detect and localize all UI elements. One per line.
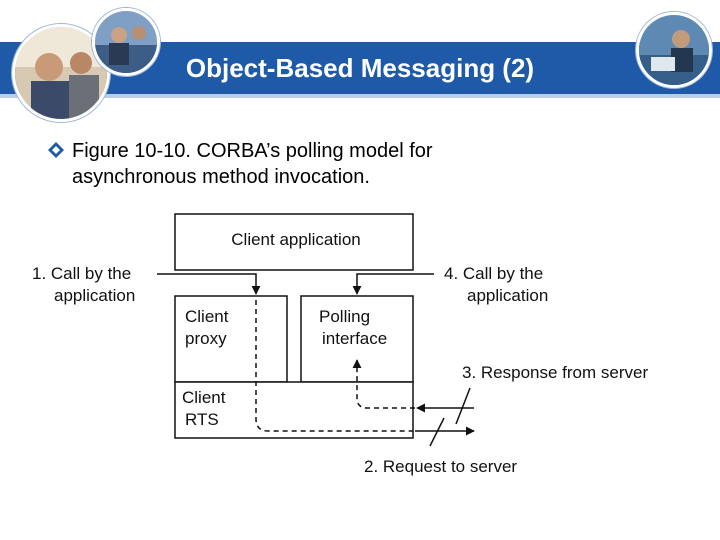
client-proxy-box [174,295,288,383]
caption-line-2: asynchronous method invocation. [72,166,370,188]
client-rts-label-1: Client [182,388,226,407]
request-path-dashed [255,300,415,432]
diamond-bullet-icon [48,142,64,158]
step1-call-arrow [157,273,261,295]
step3-label: 3. Response from server [462,363,648,382]
client-rts-label-2: RTS [185,410,219,429]
response-path-dashed [352,359,415,409]
client-proxy-label-2: proxy [185,329,227,348]
client-application-label: Client application [231,230,360,249]
polling-interface-label-1: Polling [319,307,370,326]
laptop-user-photo [636,12,712,88]
office-meeting-photo [92,8,160,76]
polling-model-figure: Client application Client proxy Polling … [32,212,680,476]
step4-call-arrow [352,273,434,295]
business-people-photo [12,24,110,122]
client-rts-box [174,381,414,439]
client-application-box [174,213,414,271]
client-proxy-label-1: Client [185,307,229,326]
caption-line-1: Figure 10-10. CORBA’s polling model for [72,140,433,162]
polling-interface-label-2: interface [322,329,387,348]
step1-label-1: 1. Call by the [32,264,131,283]
figure-caption: Figure 10-10. CORBA’s polling model for … [72,138,632,190]
step1-label-2: application [54,286,135,305]
response-tick [455,387,471,425]
step4-label-1: 4. Call by the [444,264,543,283]
step2-label: 2. Request to server [364,457,517,476]
request-tick [429,417,445,447]
step4-label-2: application [467,286,548,305]
slide-title: Object-Based Messaging (2) [185,53,535,83]
